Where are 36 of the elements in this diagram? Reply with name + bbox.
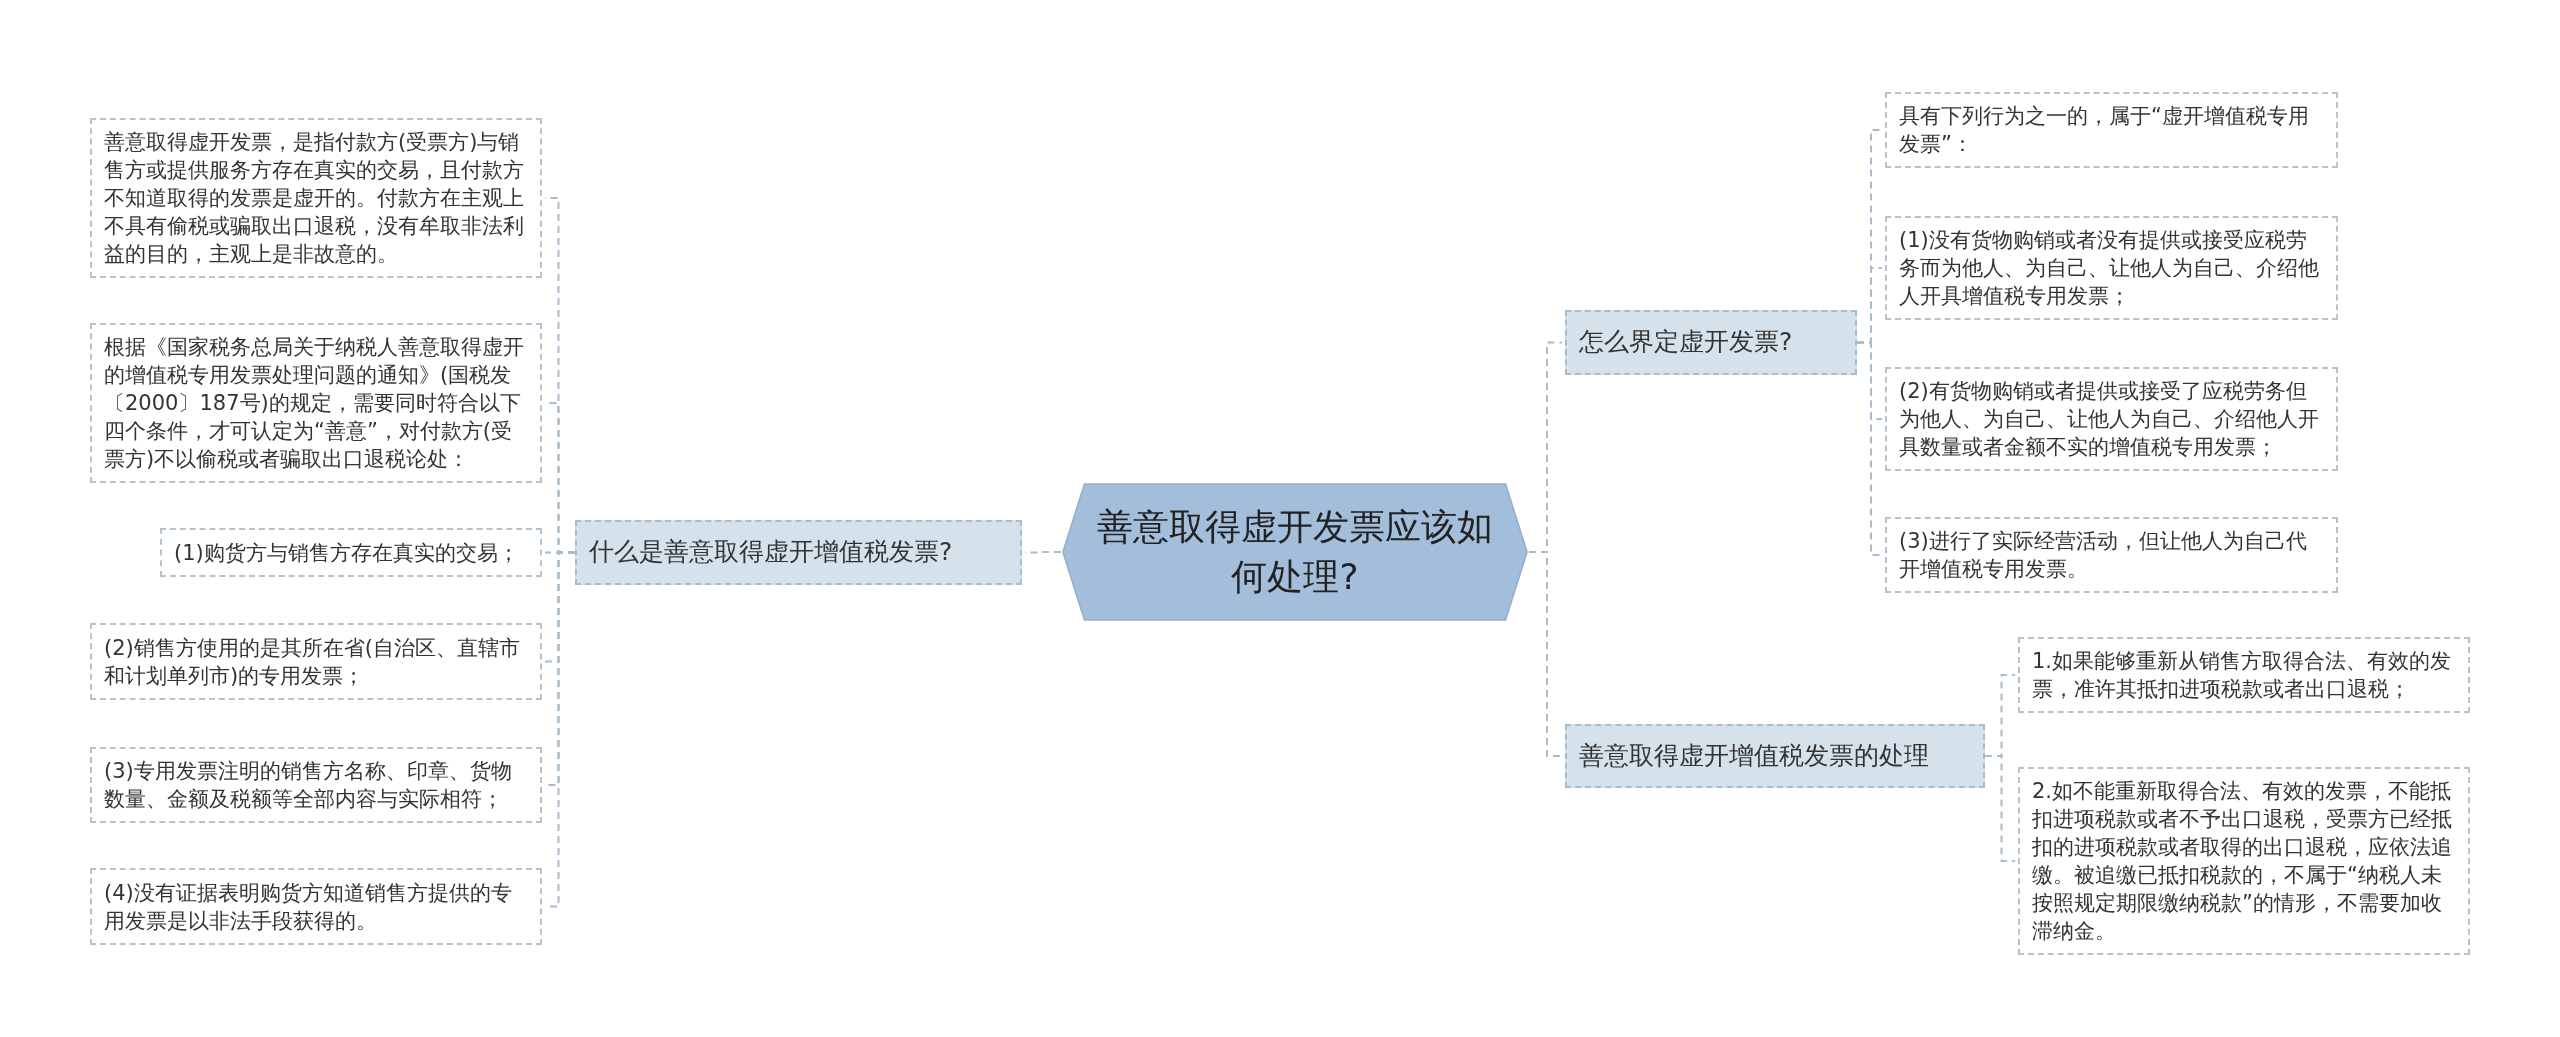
subtopic-text: 怎么界定虚开发票? [1579, 326, 1794, 359]
note-text: (2)销售方使用的是其所在省(自治区、直辖市和计划单列市)的专用发票； [104, 634, 521, 690]
note-text: 具有下列行为之一的，属于“虚开增值税专用发票”： [1899, 103, 2310, 158]
connector-line [1984, 755, 2016, 862]
subtopic-text: 善意取得虚开增值税发票的处理 [1579, 739, 1930, 772]
note-box [90, 868, 542, 945]
note-box [1885, 216, 2338, 320]
note-text: 根据《国家税务总局关于纳税人善意取得虚开的增值税专用发票处理问题的通知》(国税发〔2000〕187号)的规定，需要同时符合以下四个条件，才可认定为“善意”，对付款方(受票方)不以偷税或者骗取出口退税论处： [104, 334, 525, 473]
note-text: 善意取得虚开发票，是指付款方(受票方)与销售方或提供服务方存在真实的交易，且付款方不知道取得的发票是虚开的。付款方在主观上不具有偷税或骗取出口退税，没有牟取非法利益的目的，主观上是非故意的。 [104, 129, 525, 268]
note-text: (2)有货物购销或者提供或接受了应税劳务但为他人、为自己、让他人为自己、介绍他人开具数量或者金额不实的增值税专用发票； [1899, 378, 2320, 461]
note-text: (1)没有货物购销或者没有提供或接受应税劳务而为他人、为自己、让他人为自己、介绍他人开具增值税专用发票； [1899, 227, 2320, 310]
subtopic-box [575, 520, 1022, 585]
note-box [160, 528, 542, 577]
subtopic-text: 什么是善意取得虚开增值税发票? [589, 536, 954, 569]
connector-line [1528, 551, 1563, 757]
topic-text: 善意取得虚开发票应该如何处理? [1096, 504, 1494, 599]
note-text: 1.如果能够重新从销售方取得合法、有效的发票，准许其抵扣进项税款或者出口退税； [2032, 648, 2453, 703]
central-topic [1061, 483, 1529, 621]
note-box [1885, 367, 2338, 471]
subtopic-box [1565, 310, 1857, 375]
note-box [1885, 517, 2338, 593]
note-box [2018, 767, 2470, 955]
note-text: (3)进行了实际经营活动，但让他人为自己代开增值税专用发票。 [1899, 528, 2308, 583]
note-box [90, 323, 542, 483]
note-box [90, 747, 542, 823]
connector-line [1024, 551, 1062, 554]
note-text: (4)没有证据表明购货方知道销售方提供的专用发票是以非法手段获得的。 [104, 879, 513, 935]
subtopic-box [1565, 724, 1985, 788]
connector-line [1856, 341, 1883, 556]
note-box [90, 118, 542, 278]
note-text: 2.如不能重新取得合法、有效的发票，不能抵扣进项税款或者不予出口退税，受票方已经抵扣的进项税款或者取得的出口退税，应依法追缴。被追缴已抵扣税款的，不属于“纳税人未按照规定期限缴纳税款”的情形，不需要加收滞纳金。 [2032, 778, 2453, 945]
note-box [1885, 92, 2338, 168]
note-box [90, 623, 542, 700]
note-text: (3)专用发票注明的销售方名称、印章、货物数量、金额及税额等全部内容与实际相符； [104, 758, 513, 813]
note-box [2018, 637, 2470, 713]
note-text: (1)购货方与销售方存在真实的交易； [174, 539, 520, 567]
